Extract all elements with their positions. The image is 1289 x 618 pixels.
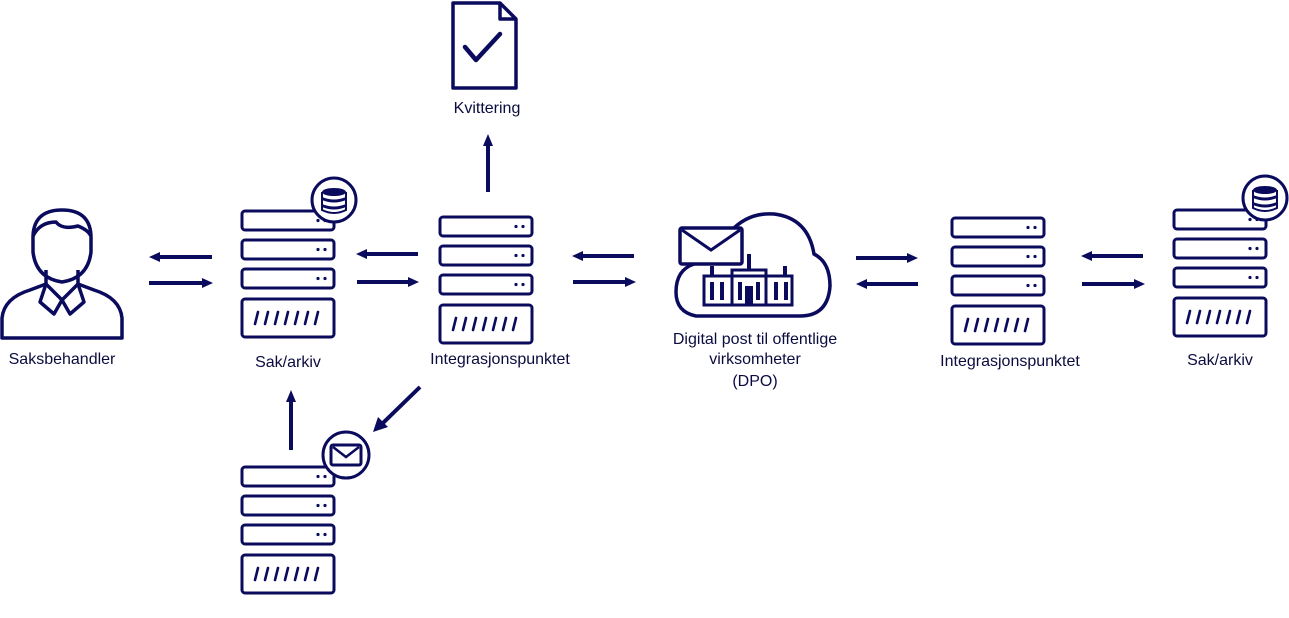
- arrow-icon: [286, 390, 296, 450]
- arrow-icon: [572, 251, 634, 261]
- cloud-building-icon: [674, 212, 832, 318]
- arrow-icon: [573, 277, 636, 287]
- envelope-icon: [678, 226, 744, 266]
- label-integrasjonspunkt-right: Integrasjonspunktet: [940, 353, 1080, 370]
- server-icon-mail: [240, 465, 336, 595]
- label-dpo-line3: (DPO): [732, 373, 778, 390]
- database-badge-icon-left: [310, 176, 358, 224]
- label-sak-arkiv-right: Sak/arkiv: [1187, 352, 1253, 369]
- server-icon-sak-arkiv-right: [1172, 208, 1268, 338]
- arrow-icon: [149, 278, 213, 288]
- server-icon-integrasjonspunkt-right: [950, 216, 1046, 346]
- arrow-icon: [357, 277, 419, 287]
- document-check-icon: [451, 1, 518, 90]
- label-kvittering: Kvittering: [453, 100, 521, 117]
- label-dpo-line2: virksomheter: [709, 351, 801, 368]
- arrow-icon: [856, 253, 918, 263]
- arrow-icon: [373, 385, 422, 432]
- label-saksbehandler: Saksbehandler: [8, 351, 116, 368]
- label-sak-arkiv-left: Sak/arkiv: [255, 354, 321, 371]
- arrow-icon: [356, 249, 418, 259]
- server-icon-integrasjonspunkt-left: [438, 215, 534, 345]
- arrow-icon: [1081, 251, 1143, 261]
- arrow-icon: [856, 279, 918, 289]
- server-icon-sak-arkiv-left: [240, 209, 336, 339]
- arrow-icon: [1082, 279, 1145, 289]
- arrow-icon: [483, 134, 493, 192]
- arrow-icon: [149, 252, 212, 262]
- person-icon: [0, 208, 124, 340]
- label-integrasjonspunkt-left: Integrasjonspunktet: [430, 351, 570, 368]
- envelope-badge-icon: [321, 430, 371, 480]
- database-badge-icon-right: [1241, 174, 1289, 222]
- label-dpo-line1: Digital post til offentlige: [672, 331, 838, 348]
